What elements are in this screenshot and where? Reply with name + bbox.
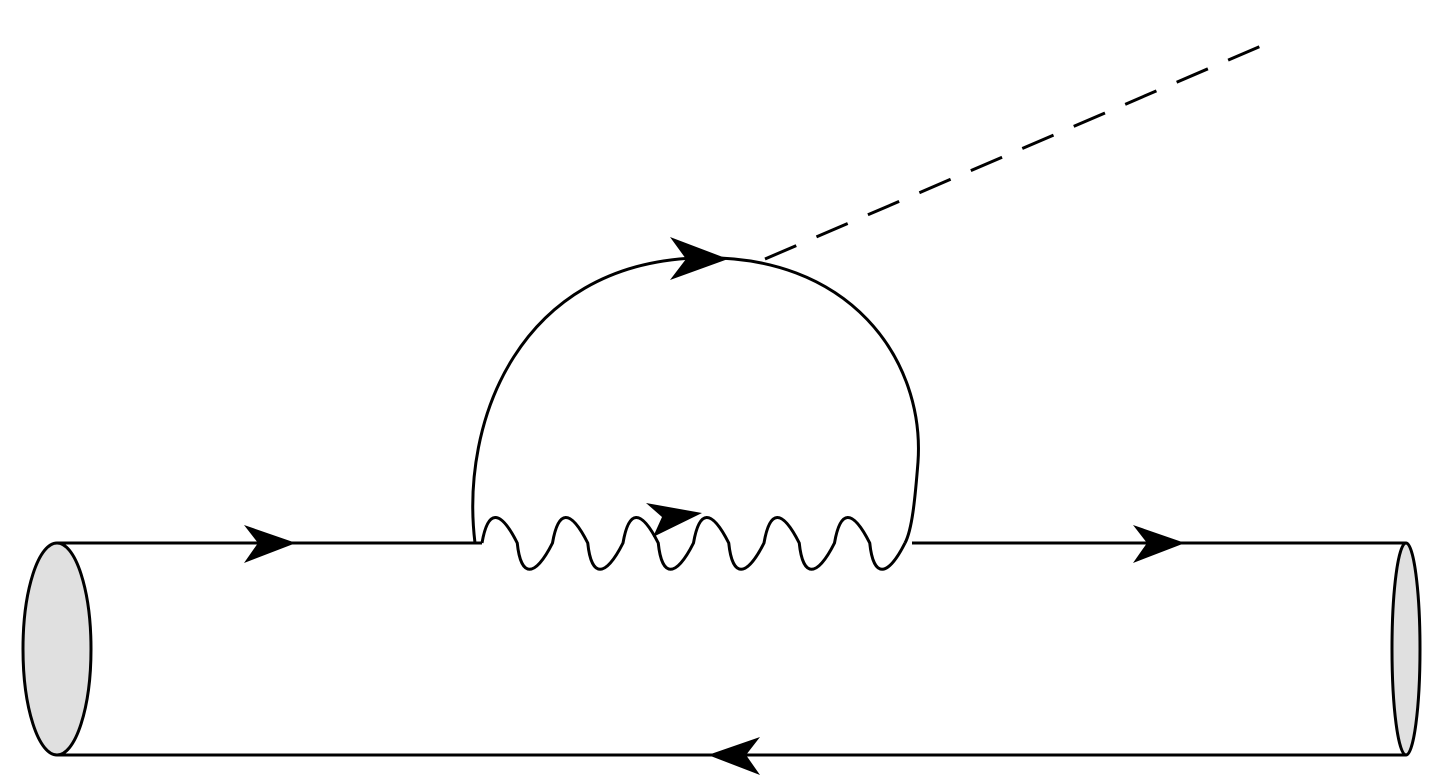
- left-cylinder-cap: [21, 541, 93, 757]
- loop-fermion-arc: [471, 256, 920, 544]
- photon-wavy-line: [480, 516, 907, 571]
- arrow-photon-icon: [646, 503, 702, 537]
- arrow-upper-right-icon: [1133, 525, 1185, 563]
- right-cylinder-cap: [1390, 541, 1422, 757]
- arrow-upper-left-icon: [244, 525, 296, 563]
- arrow-loop-icon: [670, 237, 728, 280]
- arrow-lower-icon: [708, 737, 760, 775]
- scalar-dashed-line: [764, 41, 1269, 261]
